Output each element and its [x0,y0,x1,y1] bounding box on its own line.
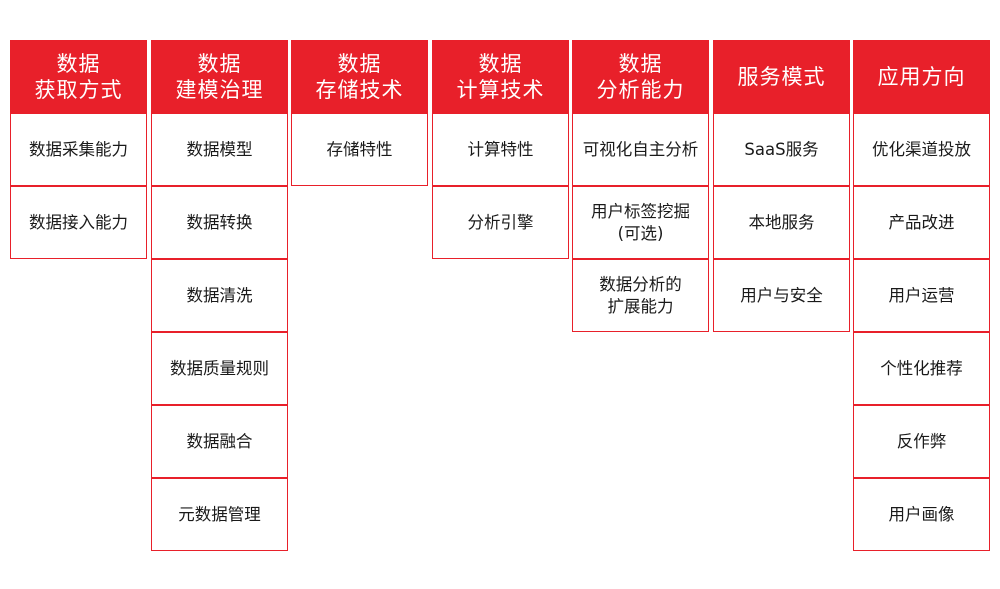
column-header: 数据 存储技术 [291,40,428,113]
column-cell: 个性化推荐 [853,332,990,405]
column-cell: 本地服务 [713,186,850,259]
column-cell: SaaS服务 [713,113,850,186]
column-cell: 用户与安全 [713,259,850,332]
column-cell: 数据采集能力 [10,113,147,186]
column-cell: 数据模型 [151,113,288,186]
column-cell: 存储特性 [291,113,428,186]
column-cell: 数据清洗 [151,259,288,332]
column-header: 应用方向 [853,40,990,113]
column-cell: 数据分析的 扩展能力 [572,259,709,332]
column-cell: 优化渠道投放 [853,113,990,186]
column-cell: 反作弊 [853,405,990,478]
capability-matrix: 数据 获取方式 数据采集能力 数据接入能力 数据 建模治理 数据模型 数据转换 … [10,40,991,552]
column-cell: 数据接入能力 [10,186,147,259]
column-cell: 数据融合 [151,405,288,478]
column-header: 数据 分析能力 [572,40,709,113]
column-cell: 用户标签挖掘 (可选) [572,186,709,259]
column-cell: 产品改进 [853,186,990,259]
column-cell: 计算特性 [432,113,569,186]
column-cell: 用户画像 [853,478,990,551]
column-header: 数据 计算技术 [432,40,569,113]
column-data-computing: 数据 计算技术 计算特性 分析引擎 [432,40,569,259]
column-data-storage: 数据 存储技术 存储特性 [291,40,428,186]
column-data-analysis: 数据 分析能力 可视化自主分析 用户标签挖掘 (可选) 数据分析的 扩展能力 [572,40,709,332]
column-cell: 分析引擎 [432,186,569,259]
column-data-acquisition: 数据 获取方式 数据采集能力 数据接入能力 [10,40,147,259]
column-cell: 可视化自主分析 [572,113,709,186]
column-cell: 数据转换 [151,186,288,259]
column-cell: 数据质量规则 [151,332,288,405]
column-cell: 元数据管理 [151,478,288,551]
column-application-direction: 应用方向 优化渠道投放 产品改进 用户运营 个性化推荐 反作弊 用户画像 [853,40,990,551]
column-header: 数据 获取方式 [10,40,147,113]
column-service-mode: 服务模式 SaaS服务 本地服务 用户与安全 [713,40,850,332]
column-header: 数据 建模治理 [151,40,288,113]
column-header: 服务模式 [713,40,850,113]
column-data-modeling: 数据 建模治理 数据模型 数据转换 数据清洗 数据质量规则 数据融合 元数据管理 [151,40,288,551]
column-cell: 用户运营 [853,259,990,332]
